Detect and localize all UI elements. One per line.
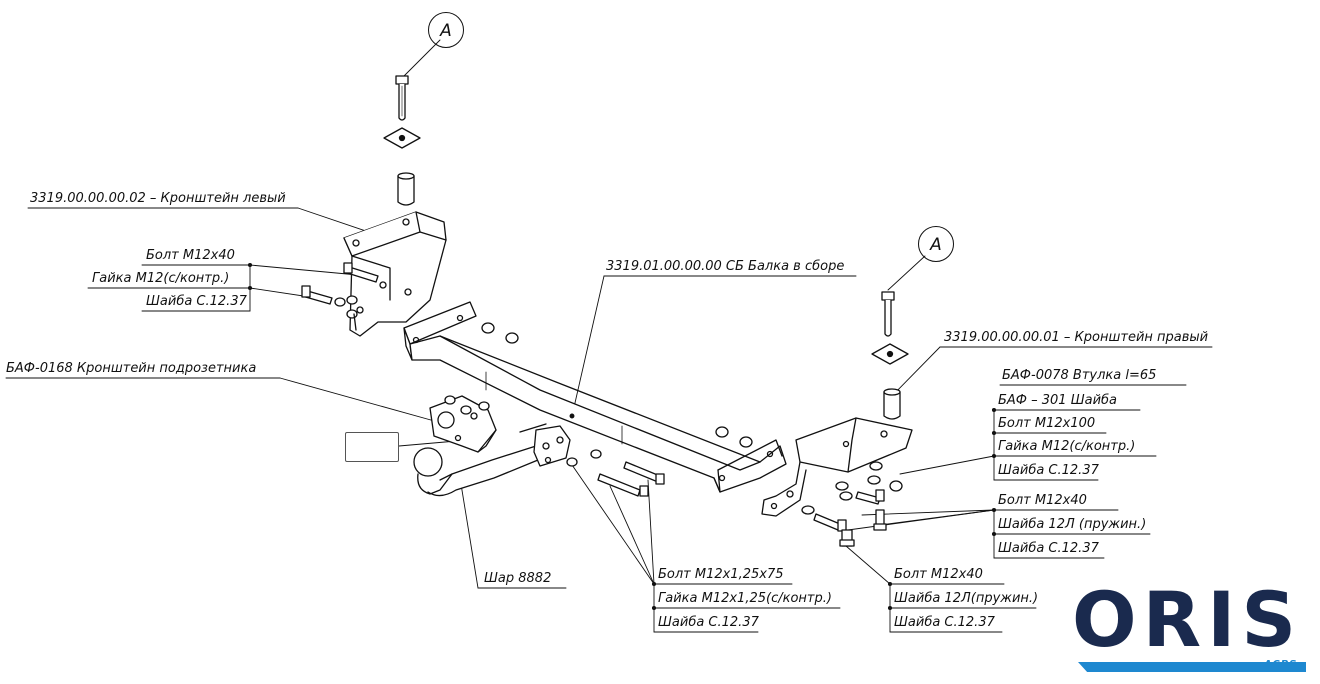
label-bracket-right: 3319.00.00.00.01 – Кронштейн правый xyxy=(944,330,1209,345)
label-nut-m12-left: Гайка М12(с/контр.) xyxy=(92,271,230,286)
label-nut-m12x125: Гайка М12х1,25(с/контр.) xyxy=(658,591,832,606)
bolt-top-left xyxy=(395,75,409,121)
logo-accent-bar xyxy=(1078,662,1306,672)
callout-a-top: A xyxy=(428,12,464,48)
label-washer-301: БАФ – 301 Шайба xyxy=(998,393,1118,408)
label-bolt-m12x125: Болт М12х1,25х75 xyxy=(658,567,784,582)
beam-top-nuts xyxy=(481,322,753,448)
bolt-top-right xyxy=(881,291,895,337)
label-washer-12l-right: Шайба 12Л (пружин.) xyxy=(998,517,1147,532)
main-beam xyxy=(403,301,787,493)
label-nut-m12-right: Гайка М12(с/контр.) xyxy=(998,439,1136,454)
label-bracket-left: 3319.00.00.00.02 – Кронштейн левый xyxy=(30,191,286,206)
label-bushing: БАФ-0078 Втулка l=65 xyxy=(1002,368,1157,383)
label-beam-assembly: 3319.01.00.00.00 СБ Балка в сборе xyxy=(606,259,845,274)
socket-bracket xyxy=(429,395,497,453)
oris-logo: ORIS xyxy=(1072,575,1303,664)
label-bolt-m12x40-right: Болт М12х40 xyxy=(998,493,1087,508)
left-bracket-fasteners xyxy=(301,262,379,331)
right-bracket xyxy=(761,417,913,517)
callout-a-right: A xyxy=(918,226,954,262)
label-washer-right-1: Шайба С.12.37 xyxy=(998,463,1099,478)
label-washer-12l-bottom: Шайба 12Л(пружин.) xyxy=(894,591,1039,606)
label-bolt-m12x40-bottom: Болт М12х40 xyxy=(894,567,983,582)
label-ball: Шар 8882 xyxy=(484,571,552,586)
label-washer-left: Шайба С.12.37 xyxy=(146,294,247,309)
label-washer-right-2: Шайба С.12.37 xyxy=(998,541,1099,556)
logo-subtitle: ACPS xyxy=(1264,659,1298,670)
beam-under-fasteners xyxy=(566,449,665,497)
label-bolt-m12x100: Болт М12х100 xyxy=(998,416,1096,431)
bushing-top-left xyxy=(397,172,415,206)
right-bracket-fasteners xyxy=(801,461,903,547)
left-bracket xyxy=(343,211,447,337)
label-bolt-m12x40-left: Болт М12х40 xyxy=(146,248,235,263)
label-washer-bottom-mid: Шайба С.12.37 xyxy=(658,615,759,630)
ball-mount xyxy=(413,423,571,497)
label-socket-bracket: БАФ-0168 Кронштейн подрозетника xyxy=(6,361,257,376)
bushing-top-right xyxy=(883,388,901,420)
square-washer-top-left xyxy=(383,127,421,149)
blank-callout-box xyxy=(345,432,399,462)
label-washer-bottom-right: Шайба С.12.37 xyxy=(894,615,995,630)
square-washer-top-right xyxy=(871,343,909,365)
